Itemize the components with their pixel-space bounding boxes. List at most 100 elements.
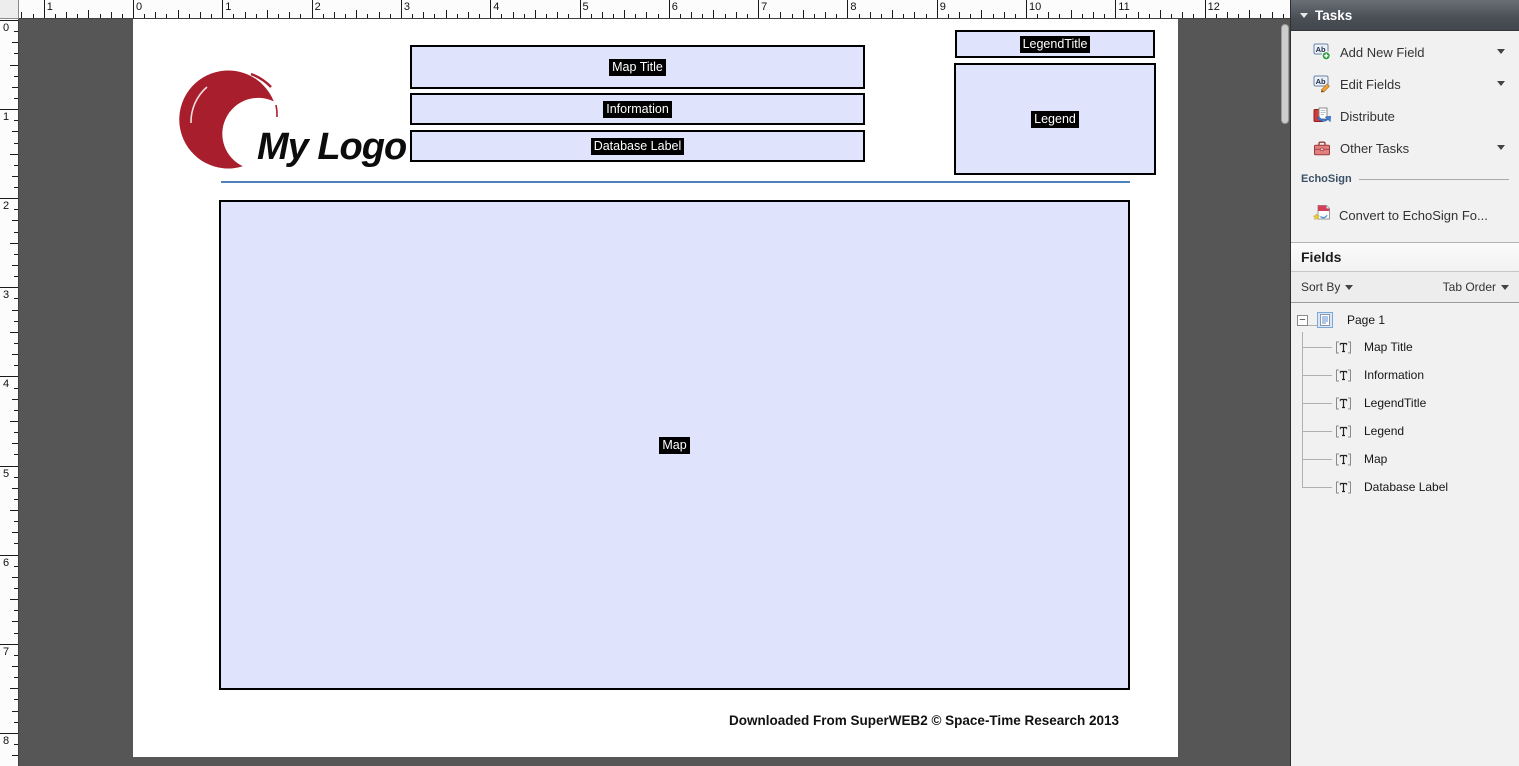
ruler-tick <box>12 755 18 757</box>
tree-item-page-1[interactable]: − Page 1 <box>1291 308 1519 332</box>
tree-item-label: Map <box>1364 452 1388 466</box>
tree-item-information[interactable]: Information <box>1291 363 1519 387</box>
ruler-tick <box>14 610 18 612</box>
ruler-tick <box>1204 0 1206 18</box>
ruler-tick <box>12 131 18 133</box>
ruler-tick <box>322 14 324 18</box>
chevron-down-icon[interactable] <box>1497 81 1505 86</box>
form-field-information[interactable]: Information <box>410 93 865 125</box>
ruler-tick <box>166 14 168 18</box>
company-logo: My Logo <box>173 61 533 191</box>
edit-fields-icon: Ab <box>1313 75 1333 93</box>
ruler-tick <box>266 10 268 18</box>
svg-text:Ab: Ab <box>1316 77 1326 86</box>
ruler-tick <box>14 543 18 545</box>
ruler-tick <box>691 12 693 18</box>
ruler-tick <box>534 10 536 18</box>
ruler-tick <box>1215 14 1217 18</box>
ruler-tick <box>970 14 972 18</box>
form-field-database-label[interactable]: Database Label <box>410 130 865 162</box>
ruler-tick <box>177 10 179 18</box>
tree-item-database-label[interactable]: Database Label <box>1291 475 1519 499</box>
tree-item-legendtitle[interactable]: LegendTitle <box>1291 391 1519 415</box>
ruler-tick <box>14 454 18 456</box>
tree-item-map[interactable]: Map <box>1291 447 1519 471</box>
task-item-label: Add New Field <box>1340 44 1425 60</box>
ruler-tick <box>10 242 18 244</box>
tree-item-label: Database Label <box>1364 480 1449 494</box>
ruler-tick <box>14 677 18 679</box>
document-scrollbar-thumb[interactable] <box>1281 24 1289 124</box>
tree-connector <box>1308 325 1317 326</box>
ruler-tick <box>1048 12 1050 18</box>
ruler-tick <box>389 14 391 18</box>
form-field-legend-title[interactable]: LegendTitle <box>955 30 1155 58</box>
chevron-down-icon[interactable] <box>1497 145 1505 150</box>
ruler-tick <box>981 10 983 18</box>
page-icon <box>1317 312 1333 328</box>
ruler-tick <box>12 576 18 578</box>
ruler-tick <box>791 14 793 18</box>
ruler-tick <box>12 309 18 311</box>
ruler-tick <box>400 0 402 18</box>
task-item-distribute[interactable]: Distribute <box>1291 101 1519 131</box>
ruler-tick <box>14 588 18 589</box>
text-field-icon <box>1335 453 1352 466</box>
tree-connector <box>1302 431 1332 432</box>
text-field-icon <box>1335 481 1352 494</box>
ruler-tick <box>434 14 436 18</box>
collapse-minus-icon[interactable]: − <box>1297 315 1308 326</box>
ruler-tick <box>0 198 18 200</box>
ruler-tick <box>222 0 224 18</box>
ruler-tick <box>1026 0 1027 18</box>
ruler-tick <box>14 253 18 255</box>
ruler-tick <box>14 432 18 434</box>
ruler-tick <box>992 14 994 18</box>
ruler-tick <box>14 75 18 77</box>
ruler-tick <box>512 12 514 18</box>
ruler-tick <box>311 0 313 18</box>
form-field-legend[interactable]: Legend <box>954 63 1156 175</box>
convert-to-echosign-button[interactable]: Convert to EchoSign Fo... <box>1291 199 1519 231</box>
ruler-tick <box>568 14 570 18</box>
tree-connector <box>1302 375 1332 376</box>
ruler-tick <box>10 599 18 601</box>
form-field-map-title[interactable]: Map Title <box>410 45 865 89</box>
ruler-tick <box>758 0 760 18</box>
ruler-tick <box>501 14 503 18</box>
ruler-tick <box>612 14 614 18</box>
ruler-tick <box>880 14 882 18</box>
ruler-tick <box>12 265 18 267</box>
ruler-tick <box>1070 10 1072 18</box>
field-label: Legend <box>1031 110 1079 128</box>
tree-item-legend[interactable]: Legend <box>1291 419 1519 443</box>
tasks-panel-header[interactable]: Tasks <box>1291 0 1519 31</box>
ruler-tick <box>14 565 18 567</box>
task-item-other-tasks[interactable]: Other Tasks <box>1291 133 1519 163</box>
ruler-tick <box>657 14 659 18</box>
section-divider <box>1358 178 1509 180</box>
ruler-tick <box>0 20 18 21</box>
ruler-tick <box>802 10 804 18</box>
ruler-tick <box>825 12 827 18</box>
sort-by-dropdown[interactable]: Sort By <box>1301 280 1354 294</box>
tree-item-map-title[interactable]: Map Title <box>1291 335 1519 359</box>
ruler-tick <box>233 14 235 18</box>
ruler-tick <box>836 14 838 18</box>
ruler-tick <box>668 0 670 18</box>
tab-order-dropdown[interactable]: Tab Order <box>1443 280 1509 294</box>
ruler-tick <box>914 12 916 18</box>
ruler-tick <box>121 14 123 18</box>
ruler-tick <box>14 476 18 478</box>
field-label: LegendTitle <box>1019 35 1091 53</box>
ruler-label: 6 <box>671 1 678 13</box>
chevron-down-icon[interactable] <box>1497 49 1505 54</box>
pdf-page[interactable]: My Logo Map Title Information Database L… <box>133 19 1178 757</box>
ruler-tick <box>12 621 18 623</box>
ruler-tick <box>0 376 18 378</box>
form-field-map[interactable]: Map <box>219 200 1130 690</box>
tree-item-label: LegendTitle <box>1364 396 1427 410</box>
